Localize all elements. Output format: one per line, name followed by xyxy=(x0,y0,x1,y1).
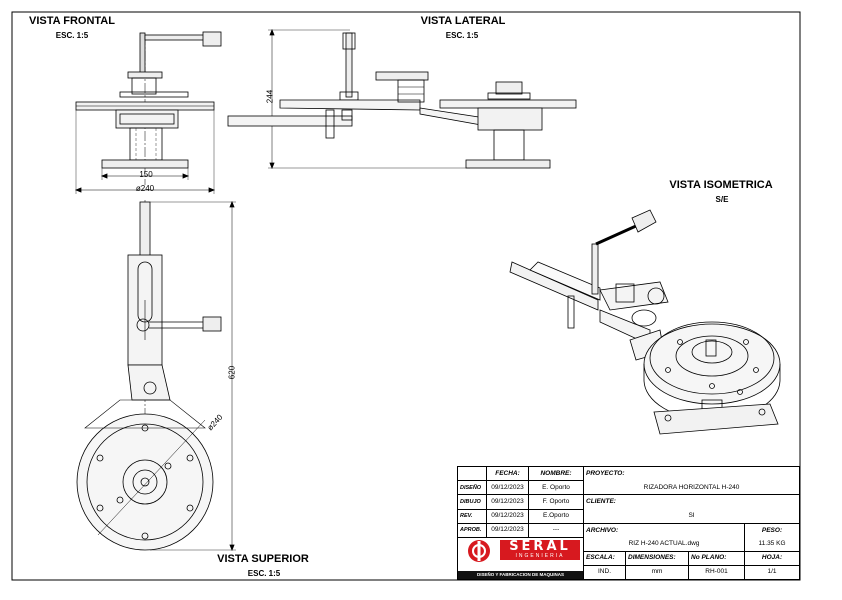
tb-name-approve: --- xyxy=(528,522,584,538)
iso-view-title: VISTA ISOMETRICA xyxy=(669,179,773,191)
tb-header-weight: PESO: xyxy=(743,522,801,538)
tb-project-value: RIZADORA HORIZONTAL H-240 xyxy=(582,480,801,496)
tb-header-project: PROYECTO: xyxy=(582,465,801,481)
front-width-dim: 150 xyxy=(139,170,153,179)
front-view-scale: ESC. 1:5 xyxy=(55,31,89,40)
isometric-view-drawing xyxy=(509,209,781,435)
logo-sub: INGENIERIA xyxy=(515,552,565,559)
sheet-frame xyxy=(11,11,801,581)
tb-header-date: FECHA: xyxy=(486,465,529,482)
side-view-drawing xyxy=(227,28,577,170)
top-view-title: VISTA SUPERIOR xyxy=(217,553,309,565)
tb-header-sheet: HOJA: xyxy=(743,550,801,566)
tb-name-design: E. Oporto xyxy=(528,480,584,496)
logo-tagline: DISEÑO Y FABRICACION DE MAQUINAS xyxy=(458,571,583,579)
tb-date-approve: 09/12/2023 xyxy=(486,522,529,538)
tb-header-name: NOMBRE: xyxy=(528,465,584,482)
seral-logo: SERAL INGENIERIA DISEÑO Y FABRICACION DE… xyxy=(458,538,583,579)
tb-sheet-value: 1/1 xyxy=(743,564,801,581)
tb-role-approve: APROB. xyxy=(457,522,487,538)
top-view-drawing xyxy=(76,200,236,552)
tb-name-rev: E.Oporto xyxy=(528,508,584,524)
tb-weight-value: 11.35 KG xyxy=(743,537,801,552)
side-view-scale: ESC. 1:5 xyxy=(445,31,479,40)
tb-date-rev: 09/12/2023 xyxy=(486,508,529,524)
front-diameter-dim: ø240 xyxy=(135,184,155,193)
tb-scale-value: IND. xyxy=(583,564,626,581)
tb-plan-value: RH-001 xyxy=(688,564,745,581)
side-view-title: VISTA LATERAL xyxy=(420,15,506,27)
iso-view-scale: S/E xyxy=(715,195,729,204)
front-view-drawing xyxy=(74,31,222,194)
front-view-title: VISTA FRONTAL xyxy=(29,15,115,27)
logo-name: SERAL xyxy=(509,538,571,554)
tb-file-value: RIZ H-240 ACTUAL.dwg xyxy=(583,537,745,552)
top-length-dim: 620 xyxy=(227,365,237,380)
tb-header-dimensions: DIMENSIONES: xyxy=(625,550,689,566)
tb-name-drawing: F. Oporto xyxy=(528,494,584,510)
top-view-scale: ESC. 1:5 xyxy=(247,569,281,578)
tb-logo-cell: SERAL INGENIERIA DISEÑO Y FABRICACION DE… xyxy=(457,536,584,581)
tb-header-plan: No PLANO: xyxy=(688,550,745,566)
tb-date-design: 09/12/2023 xyxy=(486,480,529,496)
tb-corner xyxy=(457,465,487,482)
tb-role-drawing: DIBUJO xyxy=(457,494,487,510)
tb-client-value: SI xyxy=(582,509,801,524)
tb-header-client: CLIENTE: xyxy=(582,494,801,510)
side-height-dim: 244 xyxy=(265,89,275,104)
title-block: FECHA: NOMBRE: PROYECTO: DISEÑO 09/12/20… xyxy=(457,465,801,581)
tb-dimensions-value: mm xyxy=(625,564,689,581)
tb-role-rev: REV. xyxy=(457,508,487,524)
tb-role-design: DISEÑO xyxy=(457,480,487,496)
tb-header-scale: ESCALA: xyxy=(583,550,626,566)
tb-header-file: ARCHIVO: xyxy=(583,522,745,538)
tb-date-drawing: 09/12/2023 xyxy=(486,494,529,510)
